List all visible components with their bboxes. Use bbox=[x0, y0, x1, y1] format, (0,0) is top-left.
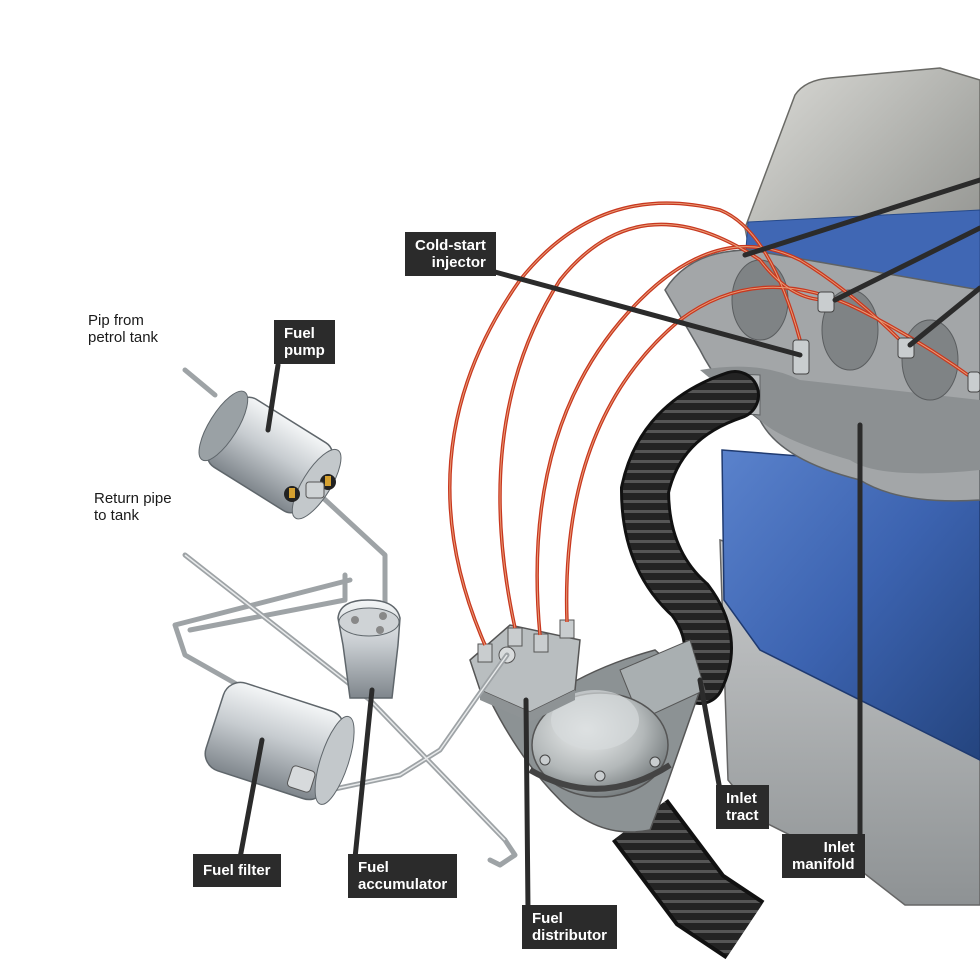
fuel-distributor-body bbox=[469, 619, 706, 833]
label-fuel-distributor: Fuel distributor bbox=[522, 905, 617, 949]
label-fuel-filter: Fuel filter bbox=[193, 854, 281, 887]
label-fuel-pump: Fuel pump bbox=[274, 320, 335, 364]
fuel-filter-component bbox=[204, 681, 355, 805]
annotation-return-pipe: Return pipe to tank bbox=[94, 490, 172, 524]
injector-fittings bbox=[792, 291, 980, 393]
fuel-pump-terminals bbox=[284, 474, 336, 502]
inlet-manifold-body bbox=[664, 249, 980, 502]
label-inlet-tract: Inlet tract bbox=[716, 785, 769, 829]
annotation-pipe-from-tank: Pip from petrol tank bbox=[88, 312, 159, 346]
label-cold-start-injector: Cold-start injector bbox=[405, 232, 496, 276]
leader-lines bbox=[237, 177, 980, 913]
fuel-accumulator-component bbox=[337, 599, 401, 699]
label-inlet-manifold: Inlet manifold bbox=[782, 834, 865, 878]
label-fuel-accumulator: Fuel accumulator bbox=[348, 854, 458, 898]
fuel-line-highlights bbox=[449, 202, 976, 646]
inlet-tract-hose bbox=[612, 370, 765, 960]
